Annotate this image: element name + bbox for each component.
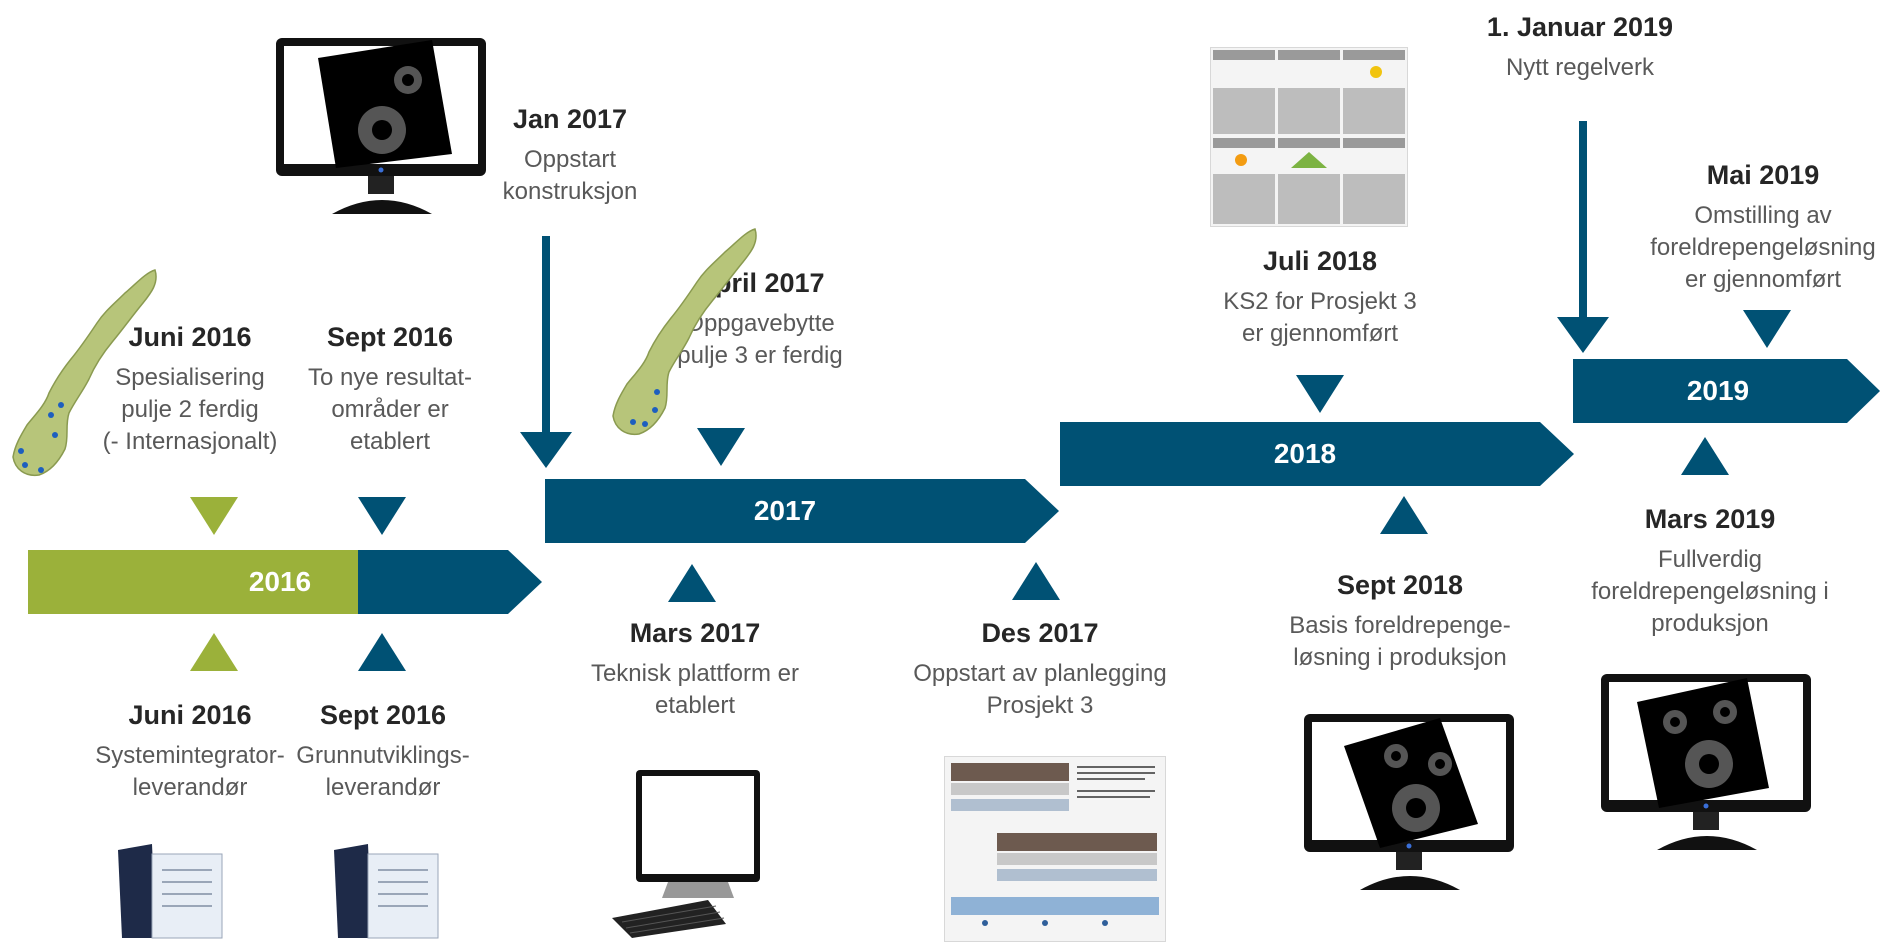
marker-juli2018 xyxy=(1296,375,1344,413)
event-sept2016-bottom: Sept 2016 Grunnutviklings- leverandør xyxy=(278,698,488,804)
marker-april2017 xyxy=(697,428,745,466)
event-date: Juli 2018 xyxy=(1262,246,1378,276)
year-label-2016: 2016 xyxy=(248,566,312,597)
event-date: Juni 2016 xyxy=(128,700,252,730)
event-date: Sept 2018 xyxy=(1336,570,1464,600)
slide-thumbnail-icon xyxy=(944,756,1166,942)
event-date: Mai 2019 xyxy=(1706,160,1820,190)
event-juni2016-bottom: Juni 2016 Systemintegrator- leverandør xyxy=(70,698,310,804)
document-folder-icon xyxy=(334,844,439,939)
event-desc: Teknisk plattform er etablert xyxy=(590,660,800,719)
marker-mars2019 xyxy=(1681,437,1729,475)
event-desc: Spesialisering pulje 2 ferdig (- Interna… xyxy=(102,364,278,455)
year-label-2018: 2018 xyxy=(1273,438,1337,469)
event-desc: To nye resultat- områder er etablert xyxy=(307,364,473,455)
event-mai2019: Mai 2019 Omstilling av foreldrepengeløsn… xyxy=(1630,158,1896,296)
marker-mars2017 xyxy=(668,564,716,602)
event-desc: Nytt regelverk xyxy=(1505,54,1655,81)
year-label-2019: 2019 xyxy=(1686,375,1750,406)
monitor-gears-icon xyxy=(1304,714,1514,890)
monitor-gears-icon xyxy=(1601,674,1811,850)
event-mars2019: Mars 2019 Fullverdig foreldrepengeløsnin… xyxy=(1560,502,1860,640)
event-desc: Fullverdig foreldrepengeløsning i produk… xyxy=(1591,546,1829,637)
marker-sept2016-bottom xyxy=(358,633,406,671)
event-des2017: Des 2017 Oppstart av planlegging Prosjek… xyxy=(880,616,1200,722)
event-juni2016-top: Juni 2016 Spesialisering pulje 2 ferdig … xyxy=(70,320,310,458)
event-desc: Grunnutviklings- leverandør xyxy=(296,742,470,801)
event-juli2018: Juli 2018 KS2 for Prosjekt 3 er gjennomf… xyxy=(1180,244,1460,350)
event-desc: Omstilling av foreldrepengeløsning er gj… xyxy=(1650,202,1876,293)
year-label-2017: 2017 xyxy=(753,495,817,526)
computer-icon xyxy=(612,770,760,938)
event-mars2017: Mars 2017 Teknisk plattform er etablert xyxy=(560,616,830,722)
bar-2019-shape xyxy=(1573,359,1880,423)
event-date: Des 2017 xyxy=(981,618,1099,648)
slide-thumbnail-icon xyxy=(1210,47,1408,227)
marker-sept2016-top xyxy=(358,497,406,535)
marker-juni2016-top xyxy=(190,497,238,535)
event-date: Juni 2016 xyxy=(128,322,252,352)
bar-2017-shape xyxy=(545,479,1059,543)
marker-mai2019 xyxy=(1743,310,1791,348)
marker-juni2016-bottom xyxy=(190,633,238,671)
norway-map-icon xyxy=(12,269,157,477)
event-april2017: April 2017 Oppgavebytte pulje 3 er ferdi… xyxy=(640,266,880,372)
event-date: Sept 2016 xyxy=(326,322,454,352)
event-desc: Oppgavebytte pulje 3 er ferdig xyxy=(677,310,843,369)
event-date: Mars 2017 xyxy=(629,618,761,648)
arrow-jan2017 xyxy=(520,236,572,468)
event-sept2018: Sept 2018 Basis foreldrepenge- løsning i… xyxy=(1250,568,1550,674)
event-desc: KS2 for Prosjekt 3 er gjennomført xyxy=(1223,288,1417,347)
marker-sept2018 xyxy=(1380,496,1428,534)
bar-2016-shape xyxy=(28,550,542,614)
event-jan2017: Jan 2017 Oppstart konstruksjon xyxy=(460,102,680,208)
marker-des2017 xyxy=(1012,562,1060,600)
monitor-gears-icon xyxy=(276,38,486,214)
event-jan2019: 1. Januar 2019 Nytt regelverk xyxy=(1460,10,1700,84)
event-desc: Systemintegrator- leverandør xyxy=(95,742,285,801)
event-desc: Basis foreldrepenge- løsning i produksjo… xyxy=(1289,612,1511,671)
event-date: Sept 2016 xyxy=(319,700,447,730)
event-date: 1. Januar 2019 xyxy=(1486,12,1674,42)
event-desc: Oppstart av planlegging Prosjekt 3 xyxy=(913,660,1167,719)
bar-2018-shape xyxy=(1060,422,1574,486)
document-folder-icon xyxy=(118,844,223,939)
norway-map-icon xyxy=(612,228,757,436)
event-date: Jan 2017 xyxy=(512,104,628,134)
event-date: Mars 2019 xyxy=(1644,504,1776,534)
event-desc: Oppstart konstruksjon xyxy=(502,146,638,205)
event-sept2016-top: Sept 2016 To nye resultat- områder er et… xyxy=(280,320,500,458)
arrow-jan2019 xyxy=(1557,121,1609,353)
